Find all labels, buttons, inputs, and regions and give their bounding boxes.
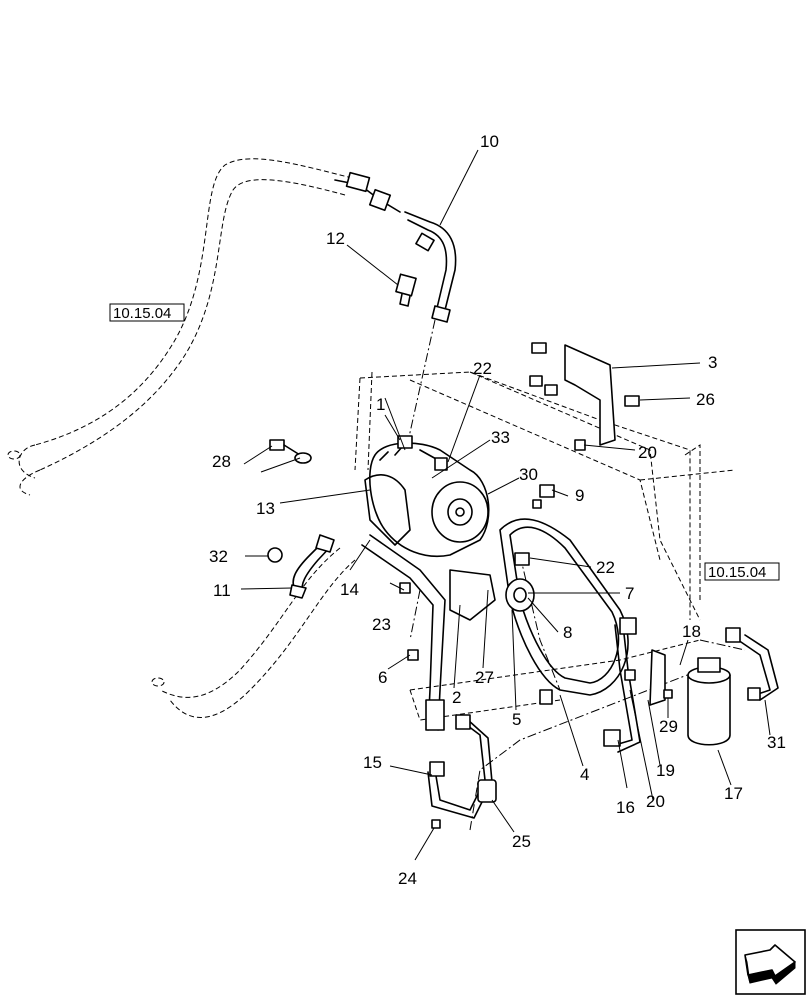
line-11 (289, 534, 335, 599)
callout-21: 24 (398, 869, 417, 888)
callout-25: 22 (596, 558, 615, 577)
callout-22-upper: 26 (696, 390, 715, 409)
pressure-switch (395, 273, 417, 307)
mounting-bracket-upper (529, 342, 640, 451)
callout-20-lower: 20 (646, 792, 665, 811)
callout-30: 31 (767, 733, 786, 752)
phantom-hose-left (7, 158, 361, 496)
callout-5: 5 (512, 710, 521, 729)
callout-19: 19 (656, 761, 675, 780)
callout-14: 14 (340, 580, 359, 599)
next-page-arrow-icon[interactable] (735, 929, 806, 995)
callout-24: 22 (473, 359, 492, 378)
receiver-drier (649, 649, 731, 746)
hardware-small (267, 439, 673, 829)
callout-12: 12 (326, 229, 345, 248)
callout-7: 7 (625, 584, 634, 603)
callout-10: 10 (480, 132, 499, 151)
callout-18: 18 (682, 622, 701, 641)
callout-2: 2 (452, 688, 461, 707)
leader-lines (240, 149, 771, 861)
reference-label-right: 10.15.04 (708, 564, 766, 581)
callout-11: 11 (213, 581, 231, 600)
reference-box-right[interactable]: 10.15.04 (704, 562, 780, 581)
liquid-line-16 (603, 617, 641, 753)
callout-28: 25 (512, 832, 531, 851)
suction-hose (361, 534, 446, 731)
callout-17: 17 (724, 784, 743, 803)
belt (499, 518, 629, 696)
callout-23: 29 (659, 717, 678, 736)
line-30 (725, 627, 779, 701)
callout-8: 8 (563, 623, 572, 642)
compressor (364, 435, 490, 557)
callout-32: 33 (491, 428, 510, 447)
callout-4: 4 (580, 765, 589, 784)
reference-box-left[interactable]: 10.15.04 (109, 303, 185, 322)
callout-9: 9 (575, 486, 584, 505)
idler-pulley (505, 578, 535, 612)
callout-labels: 10 12 3 22 26 1 33 20 28 30 9 13 32 22 1… (209, 132, 786, 888)
reference-label-left: 10.15.04 (113, 305, 171, 322)
callout-20-upper: 20 (638, 443, 657, 462)
callout-16: 16 (616, 798, 635, 817)
phantom-hose-lower (151, 547, 356, 718)
callout-3: 3 (708, 353, 717, 372)
callout-1: 1 (376, 395, 385, 414)
callout-26: 23 (372, 615, 391, 634)
callout-15: 15 (363, 753, 382, 772)
callout-31: 32 (209, 547, 228, 566)
callout-27: 28 (212, 452, 231, 471)
clip-28 (477, 779, 497, 803)
callout-13: 13 (256, 499, 275, 518)
callout-22-lower: 27 (475, 668, 494, 687)
high-pressure-hose-upper (334, 171, 457, 323)
tensioner-plate (449, 569, 496, 621)
callout-29: 30 (519, 465, 538, 484)
callout-6: 6 (378, 668, 387, 687)
